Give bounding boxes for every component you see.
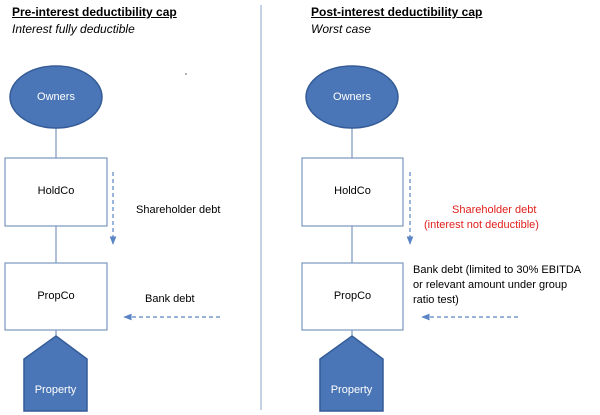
right-holdco-label: HoldCo <box>334 185 371 197</box>
stray-dot <box>185 73 187 75</box>
right-holdco-box <box>301 157 404 227</box>
right-subheading: Worst case <box>311 22 372 36</box>
left-property-node <box>23 335 88 412</box>
left-owners-node <box>9 65 103 129</box>
right-property-label: Property <box>330 384 373 396</box>
left-heading: Pre-interest deductibility cap <box>12 5 177 19</box>
right-bank-debt-label-line2: or relevant amount under group <box>413 279 568 291</box>
right-owners-label: Owners <box>333 91 371 103</box>
right-propco-label: PropCo <box>333 290 372 302</box>
right-heading: Post-interest deductibility cap <box>311 5 483 19</box>
left-holdco-box <box>4 157 108 227</box>
right-bank-debt-label-line3: ratio test) <box>413 294 459 306</box>
right-owners-node <box>305 65 399 129</box>
left-propco-box <box>4 262 108 331</box>
right-propco-box <box>301 262 404 331</box>
left-propco-label: PropCo <box>37 290 75 302</box>
right-bank-debt-label-line1: Bank debt (limited to 30% EBITDA <box>413 264 582 276</box>
left-owners-label: Owners <box>37 91 75 103</box>
left-subheading: Interest fully deductible <box>12 22 135 36</box>
right-property-node <box>319 335 384 412</box>
left-bank-debt-label: Bank debt <box>145 293 195 305</box>
right-shareholder-debt-label: Shareholder debt <box>452 204 537 216</box>
left-shareholder-debt-label: Shareholder debt <box>136 204 221 216</box>
left-property-label: Property <box>34 384 77 396</box>
left-holdco-label: HoldCo <box>37 185 75 197</box>
right-shareholder-debt-note: (interest not deductible) <box>424 219 539 231</box>
